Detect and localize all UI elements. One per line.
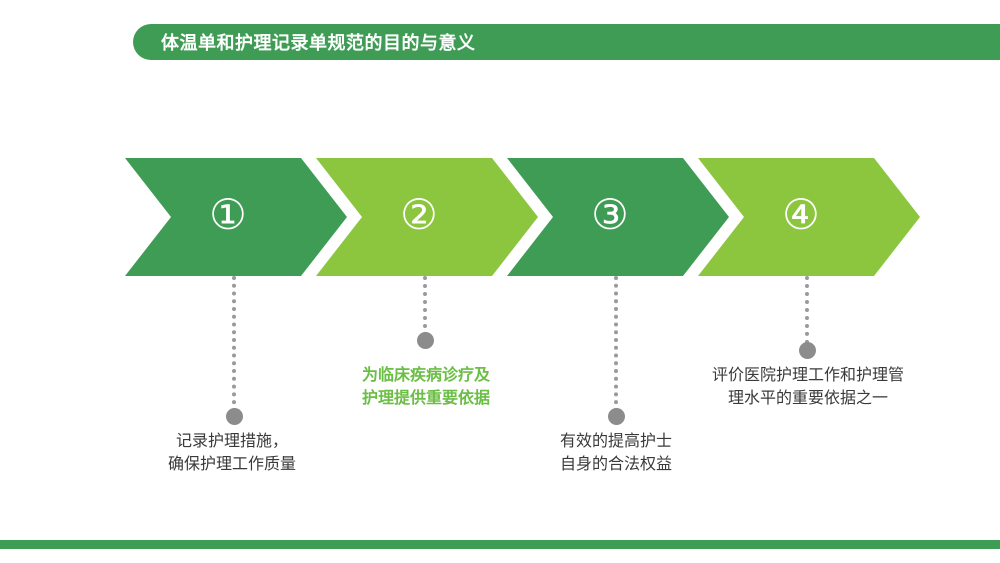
connector-line-4 [805, 276, 813, 344]
step-number-4: ④ [782, 190, 820, 239]
process-step-1[interactable]: ① [125, 158, 347, 276]
connector-dot-2 [417, 332, 434, 349]
footer-accent-bar [0, 540, 1000, 549]
slide-title-bar: 体温单和护理记录单规范的目的与意义 [133, 24, 1000, 60]
step-number-3: ③ [591, 190, 629, 239]
connector-dot-1 [226, 408, 243, 425]
process-step-3[interactable]: ③ [507, 158, 729, 276]
step-caption-1: 记录护理措施， 确保护理工作质量 [167, 433, 296, 474]
connector-line-1 [232, 276, 240, 412]
step-number-2: ② [400, 190, 438, 239]
process-step-4[interactable]: ④ [698, 158, 920, 276]
footer-bar [0, 549, 1000, 563]
connector-line-2 [423, 276, 431, 336]
process-step-2[interactable]: ② [316, 158, 538, 276]
page-title: 体温单和护理记录单规范的目的与意义 [161, 33, 476, 53]
connector-dot-3 [608, 408, 625, 425]
connector-dot-4 [799, 342, 816, 359]
step-caption-2: 为临床疾病诊疗及 护理提供重要依据 [361, 367, 490, 408]
process-chevron-band: ① ② ③ ④ [125, 158, 920, 276]
step-number-1: ① [209, 190, 247, 239]
connector-line-3 [614, 276, 622, 412]
step-caption-4: 评价医院护理工作和护理管 理水平的重要依据之一 [711, 367, 904, 408]
step-caption-3: 有效的提高护士 自身的合法权益 [559, 433, 672, 474]
